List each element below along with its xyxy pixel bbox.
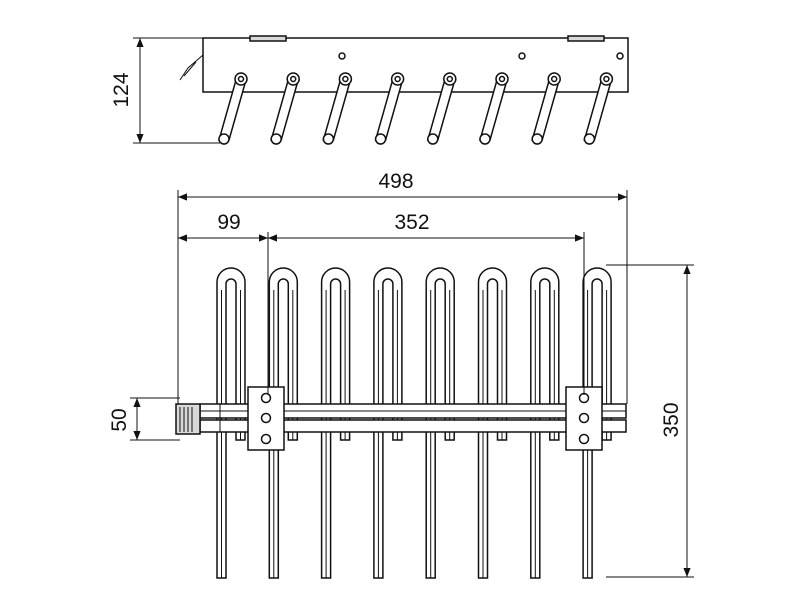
bracket-screw — [260, 392, 272, 404]
dim-label-top-height: 124 — [110, 72, 133, 107]
dim-label-overall-width: 498 — [378, 170, 413, 193]
bracket-screw — [578, 412, 590, 424]
hanger-loops — [216, 267, 612, 579]
top-clip-right — [567, 35, 605, 42]
rod — [322, 72, 353, 145]
screw-hole — [518, 52, 526, 60]
dim-label-left-offset: 99 — [217, 211, 240, 234]
handle-connector — [200, 403, 221, 433]
top-view: 498 99 352 50 350 — [108, 170, 694, 579]
top-clip-left — [249, 35, 287, 42]
rod — [531, 72, 561, 145]
bracket-screw — [578, 433, 590, 445]
hanger-loop — [320, 267, 351, 579]
bracket-screw — [260, 412, 272, 424]
rod — [270, 72, 300, 145]
rod — [479, 72, 509, 145]
side-view: 124 — [110, 35, 629, 145]
dim-label-rail-height: 50 — [108, 408, 131, 431]
bracket-screw — [260, 433, 272, 445]
dim-label-overall-depth: 350 — [660, 402, 683, 437]
hanger-loop — [425, 267, 455, 579]
rod — [374, 72, 405, 145]
screw-hole — [616, 52, 624, 60]
rod — [426, 72, 457, 145]
screw-hole — [338, 52, 346, 60]
rod — [583, 72, 614, 145]
dim-label-hanger-span: 352 — [394, 211, 429, 234]
rod — [218, 72, 248, 145]
side-view-rods — [218, 72, 614, 145]
hanger-loop — [477, 267, 508, 579]
hanger-loop — [373, 267, 403, 579]
mounting-bar — [202, 37, 629, 93]
pull-handle — [179, 54, 204, 81]
handle-grip — [179, 407, 193, 432]
